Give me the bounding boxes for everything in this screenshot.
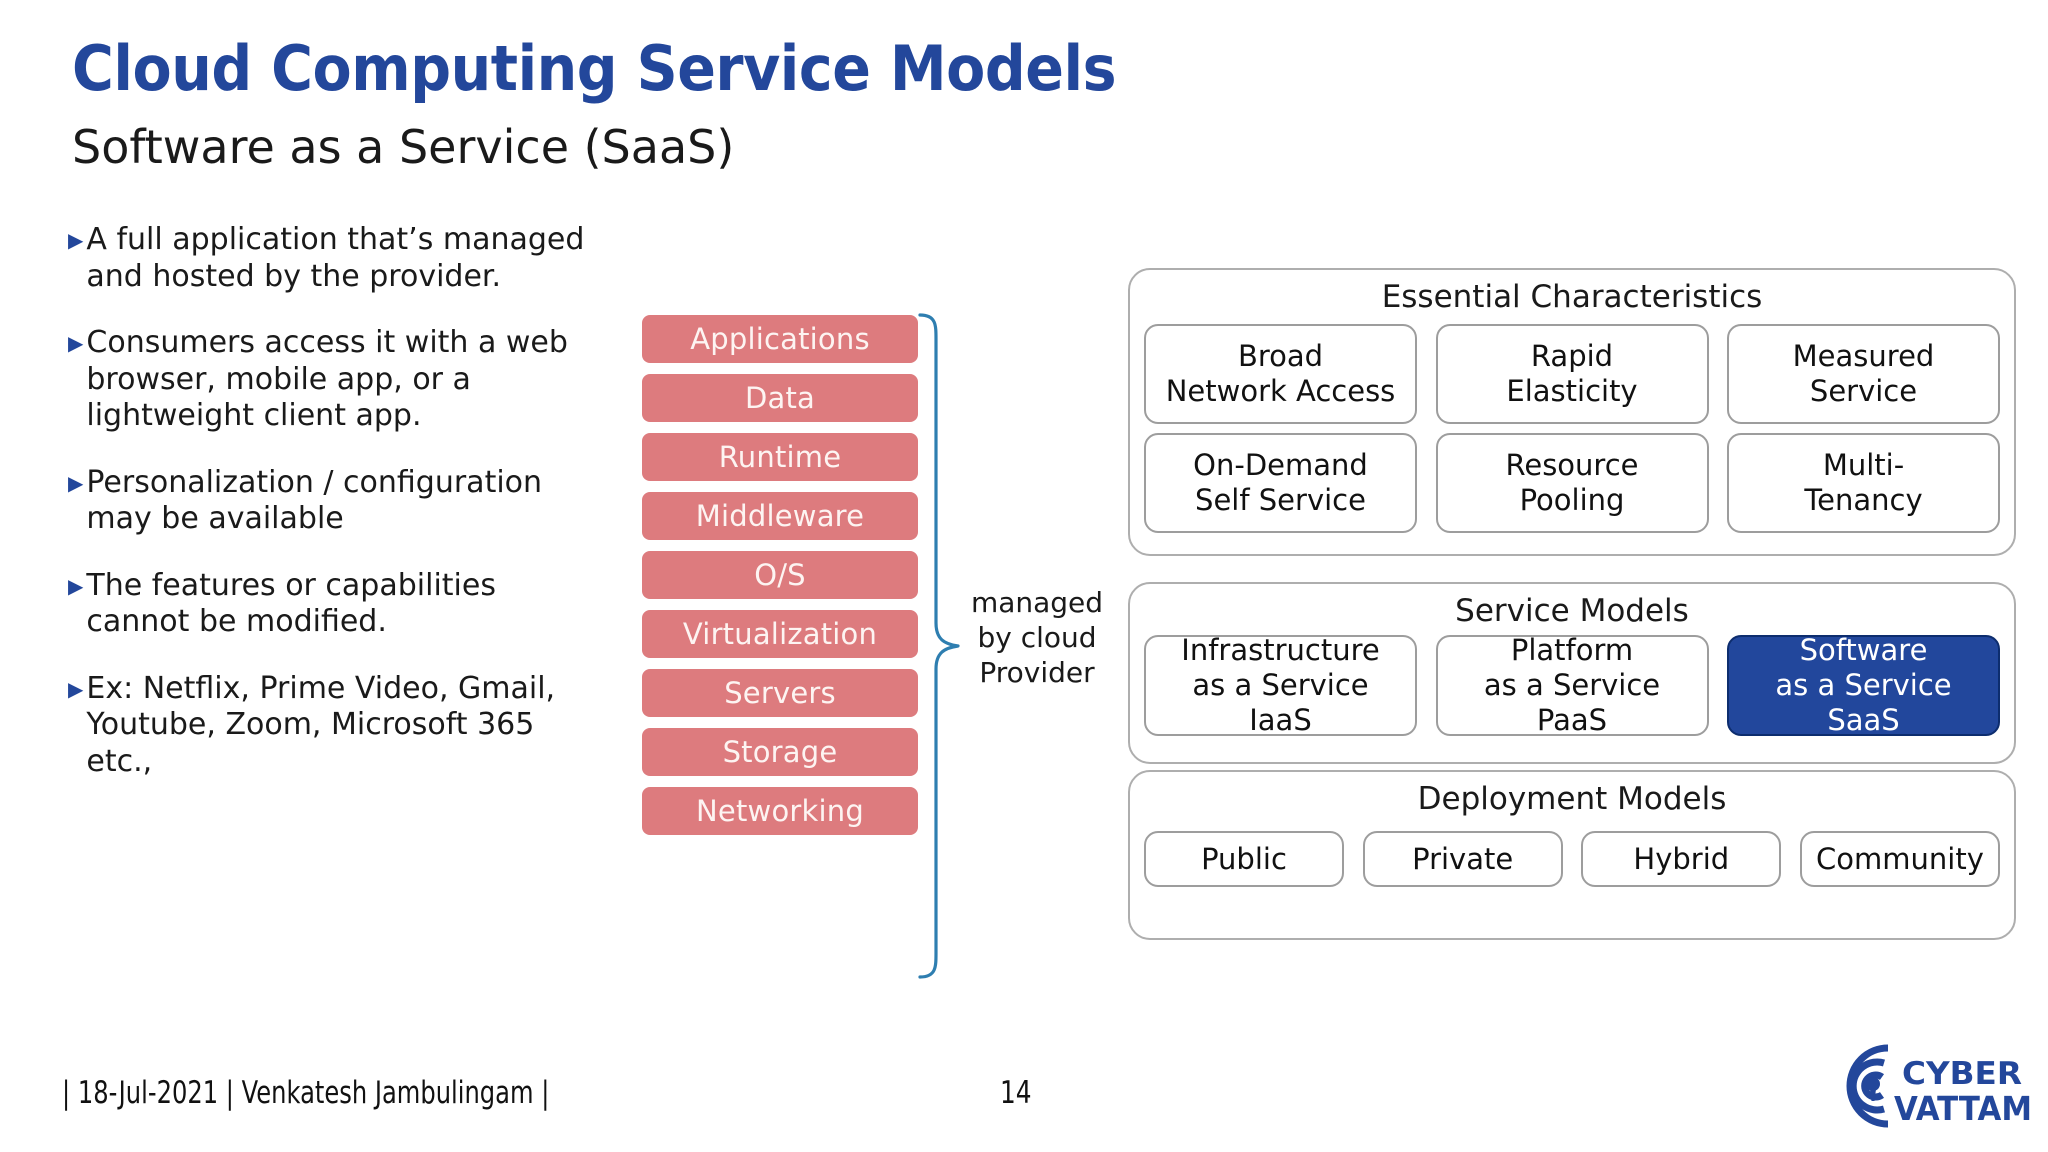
logo-line1: CYBER <box>1902 1056 2022 1092</box>
panel-service-models: Service Models Infrastructure as a Servi… <box>1128 582 2016 764</box>
card-resource-pooling[interactable]: Resource Pooling <box>1435 433 1709 533</box>
stack-layer-storage: Storage <box>642 728 918 776</box>
panel-title: Essential Characteristics <box>1381 279 1763 315</box>
card-row: Broad Network Access Rapid Elasticity Me… <box>1130 324 2014 424</box>
stack-layer-runtime: Runtime <box>642 433 918 481</box>
panel-title: Deployment Models <box>1417 781 1727 817</box>
card-iaas[interactable]: Infrastructure as a Service IaaS <box>1144 633 1417 737</box>
card-line: Infrastructure <box>1181 633 1380 667</box>
list-item: ▶ Consumers access it with a web browser… <box>68 325 608 435</box>
card-line: SaaS <box>1827 703 1900 737</box>
page-subtitle: Software as a Service (SaaS) <box>72 120 735 174</box>
card-row: Public Private Hybrid Community <box>1130 831 2014 887</box>
card-line: Network Access <box>1165 374 1396 408</box>
card-line: Pooling <box>1519 483 1625 517</box>
stack-layer-os: O/S <box>642 551 918 599</box>
triangle-bullet-icon: ▶ <box>68 573 84 598</box>
triangle-bullet-icon: ▶ <box>68 470 84 495</box>
card-line: Software <box>1799 633 1928 667</box>
card-paas[interactable]: Platform as a Service PaaS <box>1435 633 1709 737</box>
logo-line2: VATTAM <box>1894 1089 2032 1128</box>
panel-deployment-models: Deployment Models Public Private Hybrid … <box>1128 770 2016 940</box>
card-multi-tenancy[interactable]: Multi- Tenancy <box>1727 433 2000 533</box>
card-community[interactable]: Community <box>1799 831 2000 887</box>
card-line: Self Service <box>1195 483 1366 517</box>
card-line: Measured <box>1792 339 1935 373</box>
stack-layer-middleware: Middleware <box>642 492 918 540</box>
card-line: Private <box>1412 841 1514 876</box>
managed-by-bracket-icon <box>918 313 964 979</box>
panel-title: Service Models <box>1455 593 1689 629</box>
card-line: Multi- <box>1822 448 1905 482</box>
card-line: PaaS <box>1536 703 1608 737</box>
card-saas-selected[interactable]: Software as a Service SaaS <box>1727 633 2000 737</box>
stack-layer-applications: Applications <box>642 315 918 363</box>
list-item: ▶ A full application that’s managed and … <box>68 222 608 295</box>
card-measured-service[interactable]: Measured Service <box>1727 324 2000 424</box>
card-line: as a Service <box>1483 668 1661 702</box>
card-line: On-Demand <box>1193 448 1368 482</box>
list-item: ▶ Ex: Netflix, Prime Video, Gmail, Youtu… <box>68 671 608 781</box>
footer-credit: | 18-Jul-2021 | Venkatesh Jambulingam | <box>62 1075 550 1111</box>
card-broad-network-access[interactable]: Broad Network Access <box>1144 324 1417 424</box>
card-line: Tenancy <box>1804 483 1923 517</box>
card-line: Resource <box>1505 448 1639 482</box>
list-item-text: Ex: Netflix, Prime Video, Gmail, Youtube… <box>86 670 556 779</box>
list-item: ▶ Personalization / configuration may be… <box>68 465 608 538</box>
card-line: as a Service <box>1192 668 1369 702</box>
stack-layer-data: Data <box>642 374 918 422</box>
card-row: Infrastructure as a Service IaaS Platfor… <box>1130 633 2014 737</box>
card-line: Public <box>1201 841 1287 876</box>
triangle-bullet-icon: ▶ <box>68 331 84 355</box>
card-line: Elasticity <box>1506 374 1638 408</box>
list-item-text: A full application that’s managed and ho… <box>86 222 585 294</box>
panel-essential-characteristics: Essential Characteristics Broad Network … <box>1128 268 2016 556</box>
stack-layer-networking: Networking <box>642 787 918 835</box>
triangle-bullet-icon: ▶ <box>68 676 84 701</box>
card-row: On-Demand Self Service Resource Pooling … <box>1130 433 2014 533</box>
card-line: Service <box>1809 374 1918 408</box>
bullet-list: ▶ A full application that’s managed and … <box>68 222 608 810</box>
cybervattam-logo: CYBER VATTAM <box>1826 1036 2034 1136</box>
card-line: IaaS <box>1249 703 1312 737</box>
list-item-text: The features or capabilities cannot be m… <box>86 567 496 640</box>
card-public[interactable]: Public <box>1144 831 1344 887</box>
card-line: Rapid <box>1530 339 1614 373</box>
triangle-bullet-icon: ▶ <box>68 228 84 252</box>
page-title: Cloud Computing Service Models <box>72 32 1117 105</box>
cloud-stack: Applications Data Runtime Middleware O/S… <box>642 315 918 846</box>
card-private[interactable]: Private <box>1362 831 1563 887</box>
card-hybrid[interactable]: Hybrid <box>1581 831 1782 887</box>
card-line: Broad <box>1237 339 1324 373</box>
bracket-label: managed by cloud Provider <box>970 586 1104 689</box>
card-line: as a Service <box>1775 668 1952 702</box>
card-line: Hybrid <box>1633 841 1730 876</box>
list-item-text: Consumers access it with a web browser, … <box>86 325 568 433</box>
card-line: Platform <box>1510 633 1634 667</box>
card-rapid-elasticity[interactable]: Rapid Elasticity <box>1435 324 1709 424</box>
list-item: ▶ The features or capabilities cannot be… <box>68 568 608 641</box>
list-item-text: Personalization / configuration may be a… <box>86 464 543 537</box>
card-line: Community <box>1816 841 1984 876</box>
stack-layer-virtualization: Virtualization <box>642 610 918 658</box>
stack-layer-servers: Servers <box>642 669 918 717</box>
card-on-demand-self-service[interactable]: On-Demand Self Service <box>1144 433 1417 533</box>
page-number: 14 <box>1000 1075 1032 1111</box>
